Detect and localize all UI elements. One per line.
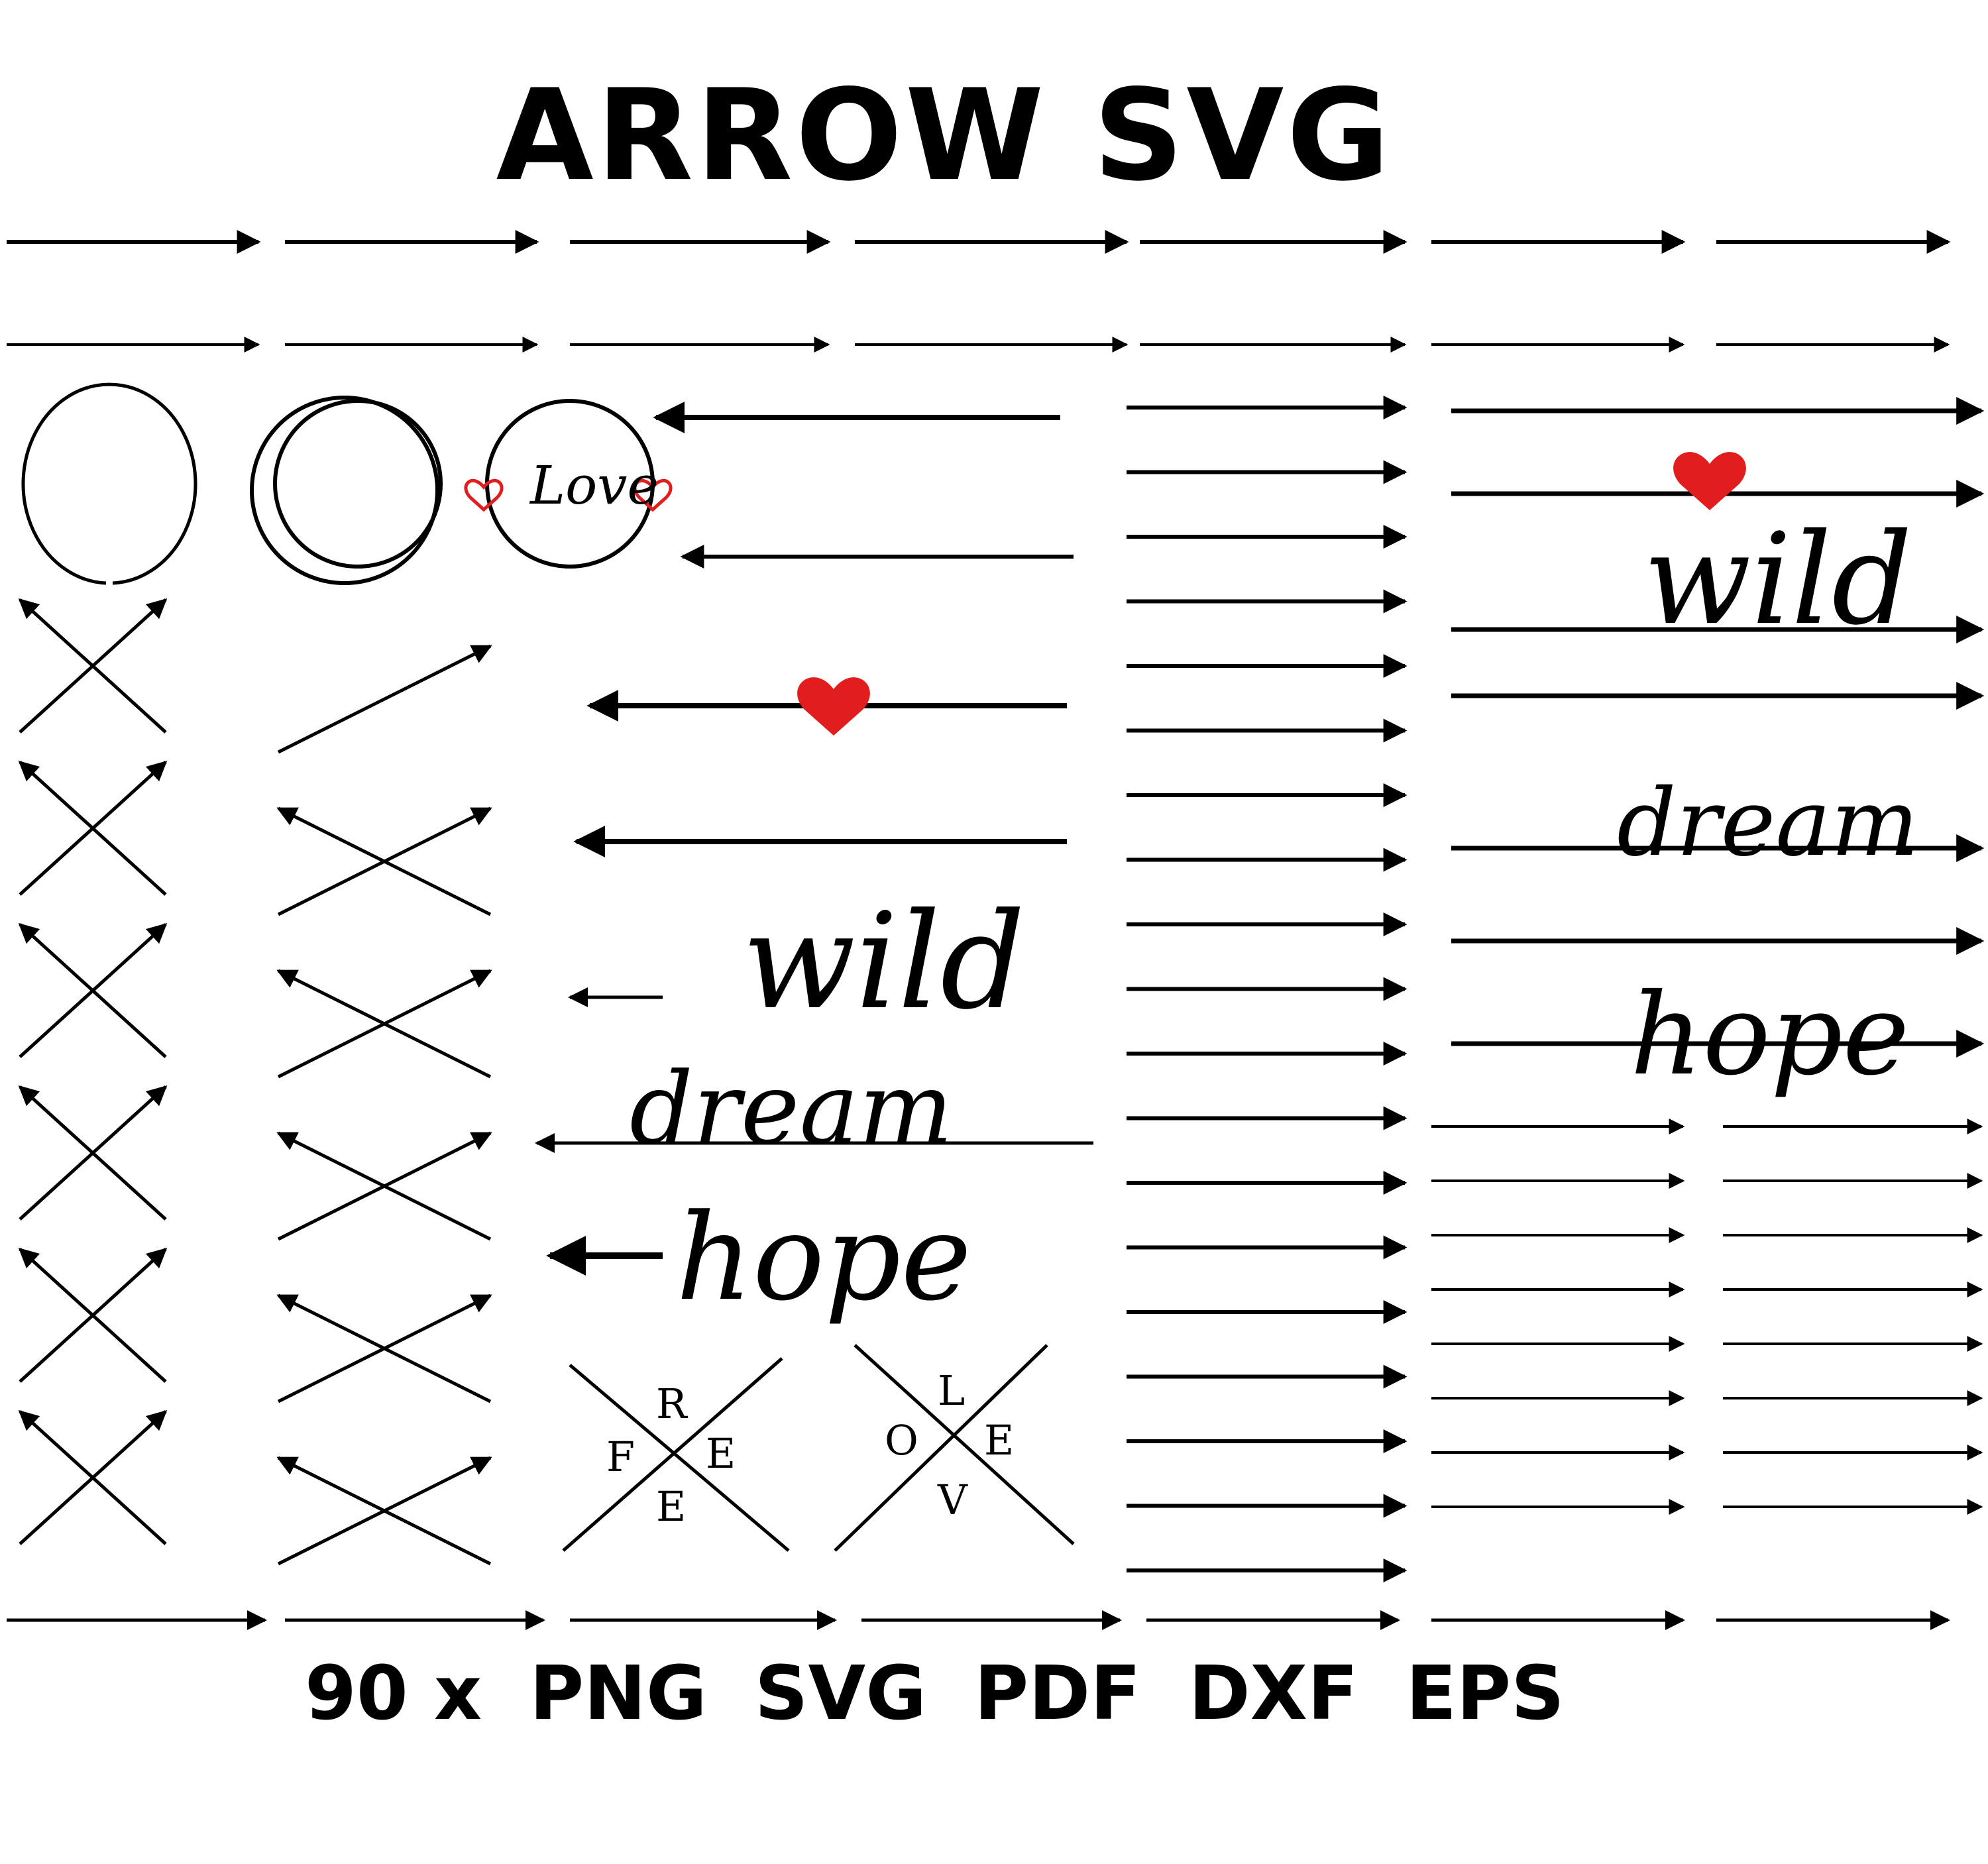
page-title: ARROW SVG	[496, 62, 1393, 209]
crossed-arrow-icon	[18, 1085, 167, 1221]
crossed-arrow-icon	[18, 1247, 167, 1383]
crossed-arrow-icon	[276, 1293, 492, 1403]
love-crossed-arrows	[834, 1344, 1075, 1552]
crossed-arrow-icon	[18, 760, 167, 896]
wild-word-center: wild	[742, 885, 1025, 1039]
crossed-arrow-icon	[18, 598, 167, 734]
crossed-arrow-icon	[277, 644, 492, 754]
format-list: 90 x PNG SVG PDF DXF EPS	[305, 1657, 1630, 1731]
crossed-arrow-icon	[276, 1456, 492, 1566]
crossed-arrow-icon	[276, 1131, 492, 1241]
wild-word-right: wild	[1643, 506, 1912, 653]
hope-word-right: hope	[1630, 969, 1909, 1101]
arrow-circle-frame-icon	[250, 396, 443, 585]
free-crossed-arrows	[562, 1357, 790, 1552]
love-letter-e: E	[984, 1416, 1014, 1464]
format-png: PNG	[529, 1651, 707, 1737]
format-pdf: PDF	[974, 1651, 1141, 1737]
small-heart-left-icon	[464, 478, 504, 512]
crossed-arrow-icon	[18, 1409, 167, 1545]
dream-word-right: dream	[1617, 769, 1919, 877]
crossed-arrow-icon	[276, 969, 492, 1079]
free-letter-r: R	[656, 1380, 689, 1428]
format-eps: EPS	[1406, 1651, 1565, 1737]
free-letter-f: F	[606, 1433, 635, 1481]
format-count: 90 x	[305, 1651, 482, 1737]
arrows-layer	[7, 230, 1985, 1630]
dream-word-center: dream	[630, 1052, 953, 1167]
love-letter-v: V	[937, 1476, 968, 1524]
love-letter-l: L	[938, 1366, 965, 1415]
free-letter-e1: E	[706, 1429, 736, 1478]
red-heart-icon-center	[797, 677, 870, 736]
format-svg: SVG	[754, 1651, 927, 1737]
love-letter-o: O	[885, 1416, 918, 1464]
laurel-wreath-icon	[21, 382, 197, 585]
free-letter-e2: E	[656, 1482, 686, 1531]
crossed-arrow-icon	[276, 806, 492, 916]
red-heart-icon-right	[1673, 452, 1746, 510]
love-word: Love	[529, 455, 659, 516]
crossed-arrow-icon	[18, 922, 167, 1058]
hope-word-center: hope	[676, 1189, 971, 1327]
small-heart-right-icon	[633, 478, 673, 512]
format-dxf: DXF	[1188, 1651, 1358, 1737]
